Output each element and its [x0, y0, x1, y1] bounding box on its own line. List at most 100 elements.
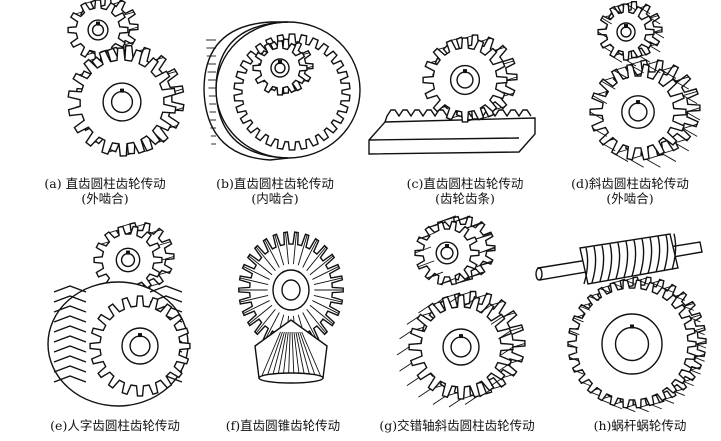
tooth-line: [396, 346, 410, 356]
small-helical-gear: [597, 0, 663, 61]
tooth-line: [663, 399, 675, 404]
tooth-edge: [650, 43, 659, 47]
gear-bore: [120, 252, 136, 268]
tooth-edge: [661, 65, 677, 71]
gear-hub: [449, 64, 481, 96]
tooth-edge: [494, 106, 505, 111]
rack-edge: [368, 137, 520, 141]
tooth-line: [418, 304, 431, 314]
bevel-tooth: [243, 266, 270, 280]
tooth-edge: [175, 107, 184, 111]
tooth-line: [611, 7, 623, 15]
rack-and-pinion-illustration: [368, 34, 536, 155]
small-herringbone-gear: [93, 221, 175, 295]
gear-hub: [115, 247, 141, 273]
keyway: [138, 333, 142, 338]
upper-crossed-helical-gear: [414, 215, 496, 286]
bevel-tooth: [255, 309, 276, 334]
tooth-edge: [682, 90, 698, 97]
worm-wheel: [567, 276, 707, 409]
gear-bore: [110, 90, 134, 114]
tooth-line: [650, 17, 661, 25]
figure-e: [40, 221, 200, 412]
bevel-bore: [281, 279, 301, 301]
worm-thread: [671, 233, 677, 270]
tooth-edge: [646, 60, 661, 66]
tooth-line: [674, 80, 689, 90]
tooth-line: [479, 388, 492, 398]
worm-thread: [639, 238, 645, 276]
caption-d-sub: (外啮合): [606, 191, 654, 206]
caption-f-title: (f)直齿圆锥齿轮传动: [225, 418, 341, 433]
pinion-base: [258, 372, 324, 384]
gear-bore: [614, 326, 650, 362]
tooth-edge: [303, 52, 310, 55]
bevel-tooth: [309, 255, 334, 276]
crossed-helical-gear-illustration: [396, 215, 526, 408]
herringbone-face: [89, 295, 191, 397]
lower-helix-lines: [396, 294, 514, 408]
keyway: [463, 69, 467, 74]
tooth-line: [682, 95, 698, 104]
tooth-edge: [674, 388, 685, 392]
spur-gear-internal-illustration: [203, 21, 361, 161]
bevel-tooth: [312, 266, 339, 280]
tooth-line: [418, 388, 431, 398]
large-helix-lines: [589, 64, 701, 168]
tooth-edge: [155, 56, 164, 61]
tooth-edge: [502, 312, 516, 317]
bevel-tooth: [302, 312, 318, 341]
figure-c: [365, 34, 540, 160]
tooth-line: [475, 260, 492, 268]
chevron-tooth: [53, 345, 87, 353]
tooth-edge: [503, 60, 514, 65]
tooth-edge: [674, 138, 689, 144]
large-helical-gear: [589, 59, 701, 161]
caption-h: (h)蜗杆蜗轮传动: [570, 418, 710, 433]
tooth-edge: [476, 293, 490, 298]
chevron-tooth: [53, 325, 87, 333]
tooth-line: [439, 277, 457, 285]
tooth-edge: [674, 293, 685, 297]
tooth-line: [653, 31, 665, 39]
bevel-tooth: [264, 239, 280, 268]
tooth-line: [683, 305, 694, 311]
tooth-line: [589, 296, 600, 301]
tooth-line: [646, 158, 661, 168]
tooth-edge: [158, 270, 171, 276]
tooth-line: [661, 70, 677, 79]
tooth-line: [490, 377, 504, 386]
tooth-edge: [506, 76, 518, 81]
keyway: [126, 250, 130, 255]
gear-hub: [616, 22, 636, 42]
gear-bore: [628, 102, 648, 122]
tooth-edge: [503, 92, 514, 97]
keyway: [96, 21, 100, 26]
caption-c-title: (c)直齿圆柱齿轮传动: [406, 176, 524, 191]
tooth-line: [426, 271, 444, 279]
tooth-line: [639, 7, 651, 15]
ring-rim: [203, 21, 289, 161]
pinion-tooth: [291, 331, 295, 379]
tooth-line: [685, 111, 701, 121]
caption-c: (c)直齿圆柱齿轮传动 (齿轮齿条): [385, 176, 545, 206]
gear-bore: [456, 71, 474, 89]
bevel-tooth: [255, 246, 276, 271]
tooth-line: [651, 404, 662, 410]
gear-bore: [91, 23, 105, 37]
tooth-line: [690, 317, 701, 323]
tooth-line: [573, 369, 584, 375]
bevel-tooth: [239, 277, 269, 286]
worm-thread: [583, 247, 589, 285]
worm-thread: [655, 236, 661, 273]
worm-thread: [607, 243, 613, 281]
tooth-line: [674, 142, 689, 152]
chevron-tooth: [53, 355, 87, 363]
tooth-edge: [651, 279, 662, 284]
tooth-line: [695, 343, 707, 349]
tooth-line: [625, 407, 636, 413]
gear-bore: [450, 336, 472, 358]
tooth-line: [629, 64, 644, 74]
tooth-line: [406, 377, 420, 386]
pinion-tooth: [293, 331, 300, 379]
